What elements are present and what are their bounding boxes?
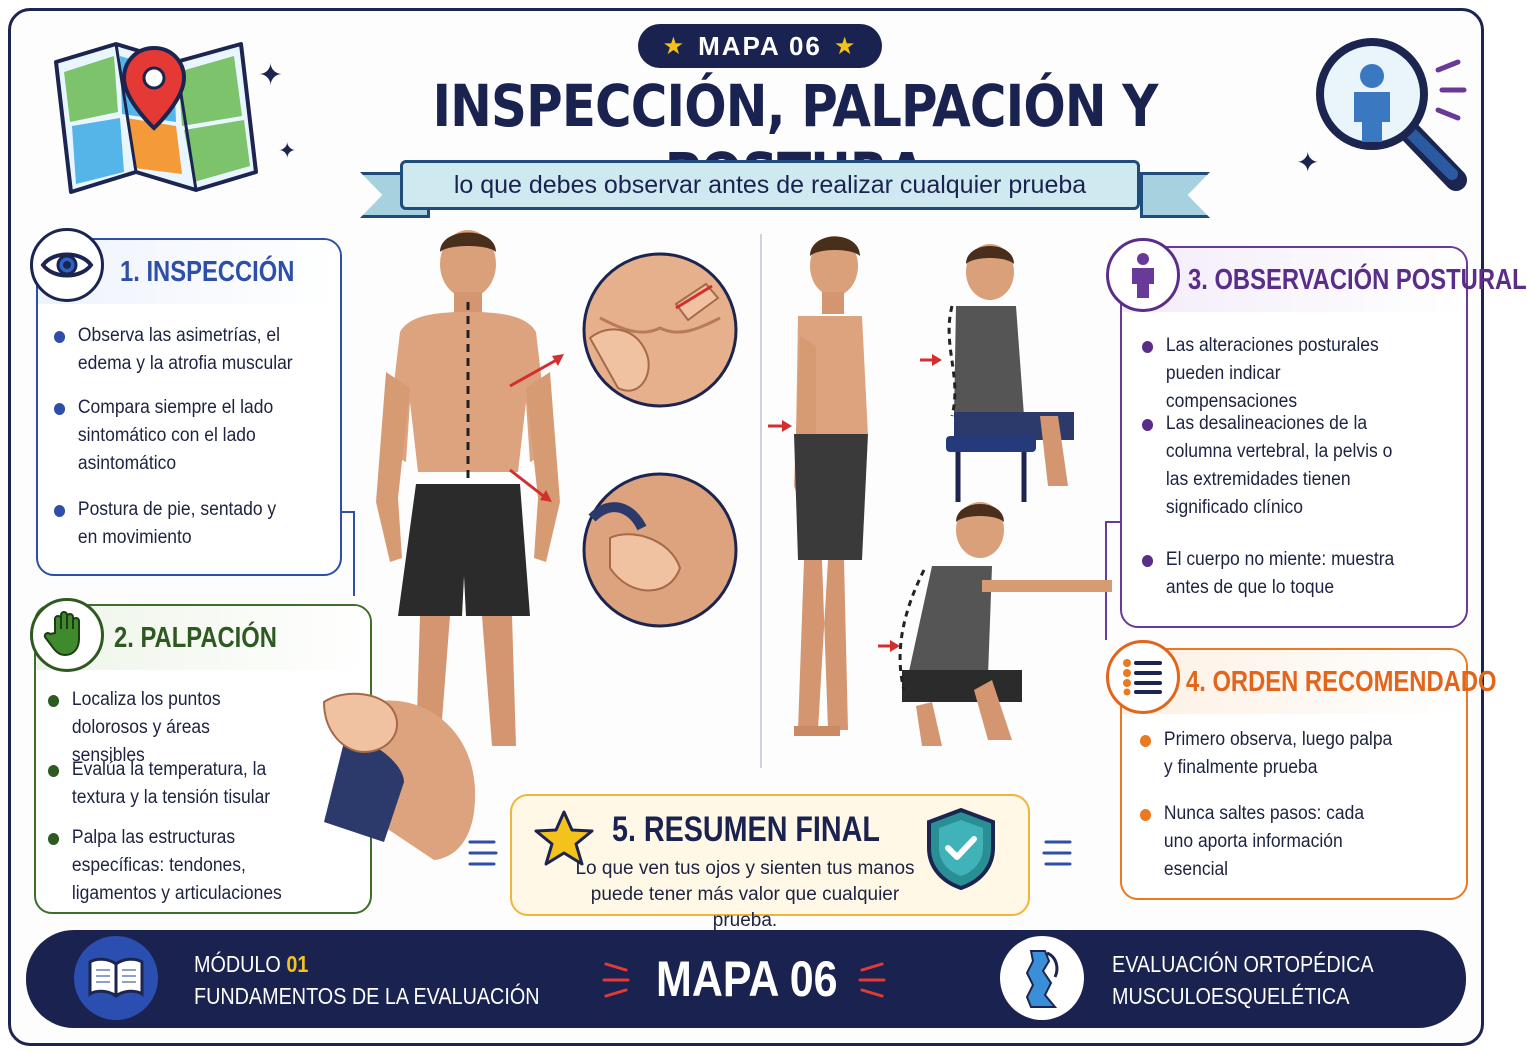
accent-left-icon [602,962,630,998]
accent-right-icon [858,962,886,998]
list-icon [1106,640,1180,714]
footer-map-label: MAPA 06 [656,951,838,1007]
inspection-bullet: Observa las asimetrías, el edema y la at… [54,322,293,378]
palpation-bullet: Palpa las estructuras específicas: tendo… [48,824,296,908]
module-name: FUNDAMENTOS DE LA EVALUACIÓN [194,983,540,1009]
course-line-2: MUSCULOESQUELÉTICA [1112,983,1350,1009]
map-badge-label: MAPA 06 [698,30,822,61]
postural-header: 3. OBSERVACIÓN POSTURAL [1122,248,1527,312]
sparkle-icon: ✦ [1296,147,1320,178]
order-bullet: Primero observa, luego palpa y finalment… [1140,726,1398,782]
summary-text: Lo que ven tus ojos y sienten tus manos … [575,858,915,931]
lines-right-icon [1042,840,1072,866]
inspection-bullet: Compara siempre el lado sintomático con … [54,394,293,478]
star-icon: ★ [833,32,858,60]
footer-bar [26,930,1466,1028]
hand-icon [30,598,104,672]
seated-posture-illustration [920,244,1074,502]
back-view-illustration [376,230,564,746]
palpation-detail-illustration [582,252,738,628]
module-label: MÓDULO [194,951,281,977]
lines-left-icon [468,840,498,866]
postural-title: 3. OBSERVACIÓN POSTURAL [1188,263,1527,296]
person-icon [1106,238,1180,312]
postural-bullet: El cuerpo no miente: muestra antes de qu… [1142,546,1409,602]
subtitle-ribbon: lo que debes observar antes de realizar … [400,160,1140,210]
shoulder-palpation-illustration [322,692,476,860]
postural-panel: 3. OBSERVACIÓN POSTURAL [1120,246,1527,628]
palpation-bullet: Localiza los puntos dolorosos y áreas se… [48,686,269,770]
map-icon [54,42,258,194]
inspection-title: 1. INSPECCIÓN [120,255,295,288]
order-bullet: Nunca saltes pasos: cada uno aporta info… [1140,800,1398,884]
map-badge: ★ MAPA 06 ★ [638,24,882,68]
connector-lines [342,511,1120,640]
postural-bullet: Las alteraciones posturales pueden indic… [1142,332,1409,416]
sparkle-icon: ✦ [258,59,284,92]
module-info: MÓDULO 01 FUNDAMENTOS DE LA EVALUACIÓN [194,948,540,1012]
star-icon [534,810,594,866]
order-panel: 4. ORDEN RECOMENDADO [1120,648,1496,900]
course-line-1: EVALUACIÓN ORTOPÉDICA [1112,951,1374,977]
inspection-bullet: Postura de pie, sentado y en movimiento [54,496,293,552]
squat-posture-illustration [878,502,1112,746]
palpation-title: 2. PALPACIÓN [114,621,277,654]
order-title: 4. ORDEN RECOMENDADO [1186,665,1497,698]
standing-posture-illustration [768,236,868,736]
eye-icon [30,228,104,302]
sparkle-icon: ✦ [278,138,297,163]
star-icon: ★ [662,32,687,60]
section-divider [760,234,762,768]
palpation-bullet: Evalúa la temperatura, la textura y la t… [48,756,296,812]
postural-bullet: Las desalineaciones de la columna verteb… [1142,410,1409,522]
module-number: 01 [286,951,309,977]
summary-title: 5. RESUMEN FINAL [612,810,880,849]
magnifier-person-icon [1316,38,1467,191]
shield-check-icon [927,807,995,891]
course-info: EVALUACIÓN ORTOPÉDICA MUSCULOESQUELÉTICA [1112,948,1374,1012]
book-icon [74,936,158,1020]
page-subtitle: lo que debes observar antes de realizar … [453,170,1087,199]
spine-icon [1000,936,1084,1020]
